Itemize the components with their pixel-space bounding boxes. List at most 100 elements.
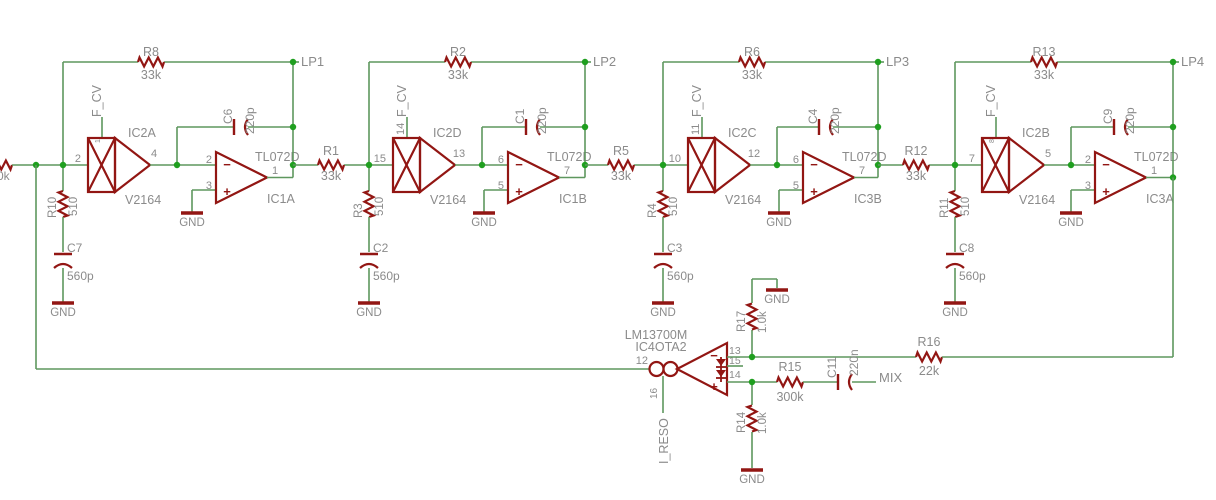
fcv-net-label: F_CV — [690, 84, 704, 117]
capacitor-plate — [243, 118, 249, 136]
resistor-value-label: 1.0k — [757, 412, 769, 434]
capacitor-plate — [653, 262, 673, 269]
diode — [716, 370, 726, 377]
gnd-label: GND — [1058, 217, 1084, 229]
ota-minus-glyph: − — [710, 348, 718, 363]
resistor-name-label: R5 — [613, 144, 629, 158]
resistor — [947, 189, 963, 219]
lp-net-label: LP1 — [301, 54, 324, 69]
resistor — [606, 157, 636, 173]
junction-dot — [581, 123, 589, 131]
pin-number-label: 2 — [206, 154, 212, 166]
ota-plus-glyph: + — [710, 379, 718, 394]
pin-number-label: 1 — [95, 139, 102, 143]
junction-dot — [951, 161, 959, 169]
capacitor-value-label: 220p — [535, 107, 549, 134]
pin-number-label: 4 — [151, 148, 157, 160]
pin-number-label: 16 — [649, 387, 660, 399]
ic-name-label: IC2C — [728, 126, 756, 140]
pin-number-label: 12 — [636, 355, 648, 367]
opamp-minus-glyph: − — [515, 157, 523, 172]
capacitor-name-label: C1 — [513, 108, 527, 124]
gnd-label: GND — [356, 307, 382, 319]
capacitor-plate — [1123, 118, 1129, 136]
resistor-value-label: 1.0k — [757, 311, 769, 333]
capacitor-value-label: 560p — [959, 269, 986, 283]
vca-symbol — [713, 135, 752, 195]
ic-name-label: IC2B — [1022, 126, 1050, 140]
ic-part-label: TL072D — [842, 150, 886, 164]
gnd-label: GND — [942, 307, 968, 319]
opamp-symbol — [801, 150, 857, 205]
pin-number-label: 3 — [206, 180, 212, 192]
component-line — [981, 137, 1010, 193]
opamp-minus-glyph: − — [1102, 157, 1110, 172]
resistor — [55, 189, 71, 219]
resistor — [361, 189, 377, 219]
pin-number-label: 10 — [669, 153, 681, 165]
ic-name-label: IC1B — [559, 192, 587, 206]
ic-part-label: V2164 — [430, 193, 466, 207]
junction-dot — [289, 123, 297, 131]
net-label: I_RESO — [657, 418, 671, 464]
resistor-value-label: 510 — [68, 197, 80, 216]
pin-number-label: 12 — [748, 148, 760, 160]
ic-name-label: IC4OTA2 — [635, 340, 686, 354]
resistor-name-label: R4 — [647, 203, 659, 218]
junction-dot — [874, 123, 882, 131]
ic-part-label: V2164 — [125, 193, 161, 207]
resistor — [744, 404, 760, 433]
resistor-value-label: 300k — [776, 390, 804, 404]
pin-number-label: 5 — [793, 180, 799, 192]
junction-dot — [173, 161, 181, 169]
fcv-net-label: F_CV — [395, 84, 409, 117]
junction-dot — [289, 58, 297, 66]
resistor-name-label: R8 — [143, 45, 159, 59]
capacitor-value-label: 560p — [667, 269, 694, 283]
capacitor-plate — [945, 262, 965, 269]
lp-net-label: LP2 — [593, 54, 616, 69]
capacitor-name-label: C6 — [221, 108, 235, 124]
gnd-label: GND — [739, 474, 765, 486]
pin-number-label: 14 — [395, 123, 407, 135]
resistor — [737, 54, 767, 70]
gnd-label: GND — [179, 217, 205, 229]
capacitor-value-label: 560p — [67, 269, 94, 283]
resistor-value-label: 33k — [141, 68, 162, 82]
opamp-symbol — [214, 150, 270, 205]
resistor — [655, 189, 671, 219]
junction-dot — [1067, 161, 1075, 169]
ic-name-label: IC2D — [433, 126, 461, 140]
junction-dot — [1169, 58, 1177, 66]
pin-number-label: 8 — [989, 139, 996, 143]
junction-dot — [773, 161, 781, 169]
pin-number-label: 15 — [729, 355, 741, 367]
opamp-plus-glyph: + — [810, 184, 818, 199]
pin-number-label: 1 — [272, 165, 278, 177]
junction-dot — [365, 161, 373, 169]
junction-dot — [1169, 123, 1177, 131]
vca-symbol — [113, 135, 152, 195]
junction-dot — [874, 58, 882, 66]
gnd-label: GND — [471, 217, 497, 229]
pin-number-label: 11 — [690, 124, 702, 135]
pin-number-label: 3 — [1085, 180, 1091, 192]
ic-part-label: V2164 — [725, 193, 761, 207]
lp-net-label: LP3 — [886, 54, 909, 69]
pin-number-label: 2 — [1085, 154, 1091, 166]
pin-number-label: 7 — [969, 153, 975, 165]
resistor-name-label: R17 — [736, 311, 748, 332]
ic-part-label: TL072D — [547, 150, 591, 164]
input-resistor-value-label: 0k — [0, 169, 11, 183]
capacitor-value-label: 560p — [373, 269, 400, 283]
resistor-value-label: 510 — [668, 197, 680, 216]
pin-number-label: 7 — [859, 165, 865, 177]
ic-name-label: IC3B — [854, 192, 882, 206]
ic-part-label: TL072D — [1134, 150, 1178, 164]
resistor-name-label: R6 — [744, 45, 760, 59]
junction-dot — [59, 161, 67, 169]
pin-number-label: 13 — [729, 345, 741, 357]
diode — [716, 359, 726, 366]
